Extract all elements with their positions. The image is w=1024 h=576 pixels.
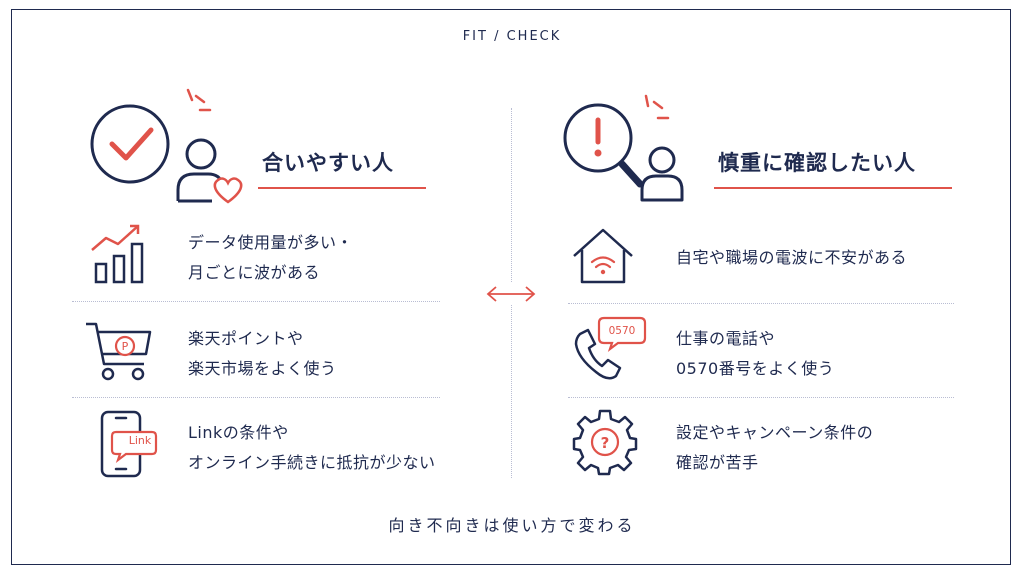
house-wifi-icon [570,226,636,286]
right-divider-2 [568,397,954,398]
right-title: 慎重に確認したい人 [718,151,916,175]
footer-text: 向き不向きは使い方で変わる [388,516,636,535]
left-item-3-text: Linkの条件や オンライン手続きに抵抗が少ない [188,423,436,472]
left-title: 合いやすい人 [262,151,394,175]
right-item-1-text: 自宅や職場の電波に不安がある [676,248,908,267]
left-item-1-text: データ使用量が多い・ 月ごとに波がある [188,233,354,282]
right-item-2-text: 仕事の電話や 0570番号をよく使う [676,329,835,378]
double-arrow-icon [483,283,539,305]
check-circle-person-heart-icon [88,84,248,209]
gear-question-icon: ? [570,406,640,476]
smartphone-link-icon [94,410,160,480]
right-item-3-text: 設定やキャンペーン条件の 確認が苦手 [676,423,874,472]
svg-text:?: ? [601,434,610,452]
magnifier-alert-person-icon [558,92,708,207]
left-title-underline [258,187,426,189]
header-label: FIT / CHECK [462,29,562,44]
left-divider-1 [72,301,440,302]
phone-0570-icon [568,314,648,384]
slide-frame [11,9,1011,565]
svg-text:P: P [122,340,129,353]
bar-chart-up-icon [88,222,154,286]
0570-badge-text: 0570 [608,325,636,337]
right-title-underline [714,187,952,189]
shopping-cart-points-icon: P [84,318,156,382]
link-badge-text: Link [128,434,152,447]
right-divider-1 [568,303,954,304]
left-item-2-text: 楽天ポイントや 楽天市場をよく使う [188,329,337,378]
left-divider-2 [72,397,440,398]
